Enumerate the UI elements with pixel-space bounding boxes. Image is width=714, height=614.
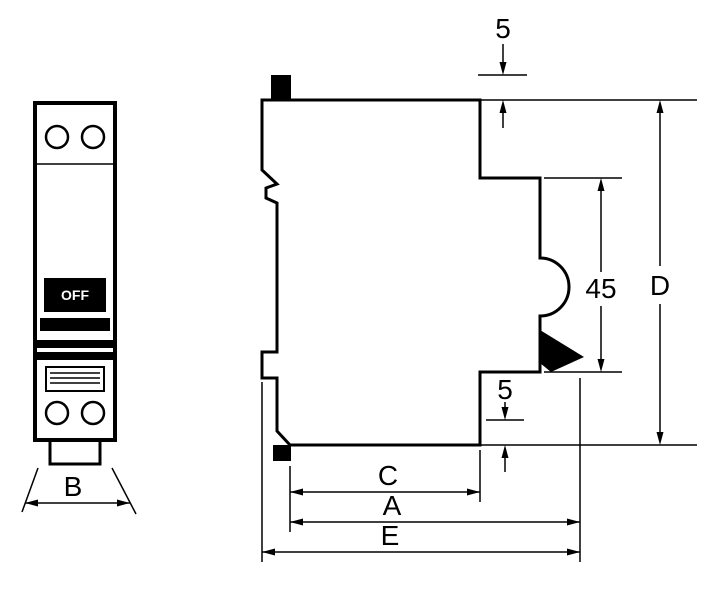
dimA-arrow-left-icon <box>290 518 303 526</box>
dimD-arrow-down-icon <box>656 432 664 445</box>
dimension-total-depth: E <box>262 520 580 556</box>
dim-45-label: 45 <box>585 273 616 304</box>
terminal-screw-bottom-right <box>80 400 106 426</box>
dimension-b: B <box>21 467 137 515</box>
bottom-fixing-tab <box>273 445 291 461</box>
dimE-arrow-left-icon <box>262 548 275 556</box>
bottom-mount-tab <box>48 438 102 466</box>
dimension-body-depth: A <box>290 490 580 526</box>
dimA-arrow-right-icon <box>567 518 580 526</box>
front-view: OFF B <box>21 101 137 515</box>
dimension-top-offset: 5 <box>495 13 511 128</box>
dim45-arrow-down-icon <box>597 359 605 372</box>
front-stripe-2 <box>35 352 115 360</box>
dim-d-label: D <box>650 270 670 301</box>
b-arrow-left-icon <box>25 499 38 507</box>
dim45-arrow-up-icon <box>597 178 605 191</box>
top5-arrow-up-icon <box>499 100 507 113</box>
dimE-arrow-right-icon <box>567 548 580 556</box>
dim-e-label: E <box>381 520 400 551</box>
din-rail-clip <box>540 330 584 372</box>
dimension-front-depth: C <box>290 460 480 496</box>
side-view: 5 45 D 5 <box>260 13 697 562</box>
dim-a-label: A <box>383 490 402 521</box>
top-fixing-tab <box>271 75 291 100</box>
front-stripe-1 <box>35 340 115 348</box>
rating-label-window <box>45 366 105 392</box>
toggle-off-label: OFF <box>61 287 89 303</box>
dim-b-label: B <box>64 471 83 502</box>
terminal-screw-top-right <box>80 124 106 150</box>
dimC-arrow-left-icon <box>290 488 303 496</box>
b-witness-left <box>21 467 39 513</box>
dimension-bottom-offset: 5 <box>497 374 513 472</box>
dim-bottom-5-label: 5 <box>497 374 513 405</box>
terminal-screw-bottom-left <box>44 400 70 426</box>
breaker-side-profile <box>260 98 571 447</box>
dim-top-5-label: 5 <box>495 13 511 44</box>
bot5-arrow-up-icon <box>501 445 509 458</box>
dimC-arrow-right-icon <box>467 488 480 496</box>
b-witness-right <box>111 467 137 515</box>
toggle-slot-bar <box>40 318 110 331</box>
top5-arrow-down-icon <box>499 62 507 75</box>
dim-c-label: C <box>378 460 398 491</box>
dimension-total-height: D <box>650 100 670 445</box>
terminal-screw-top-left <box>44 124 70 150</box>
b-arrow-right-icon <box>117 499 130 507</box>
dimension-rail-height: 45 <box>585 178 617 372</box>
toggle-switch <box>44 278 106 312</box>
dimD-arrow-up-icon <box>656 100 664 113</box>
bot5-arrow-down-icon <box>501 407 509 420</box>
